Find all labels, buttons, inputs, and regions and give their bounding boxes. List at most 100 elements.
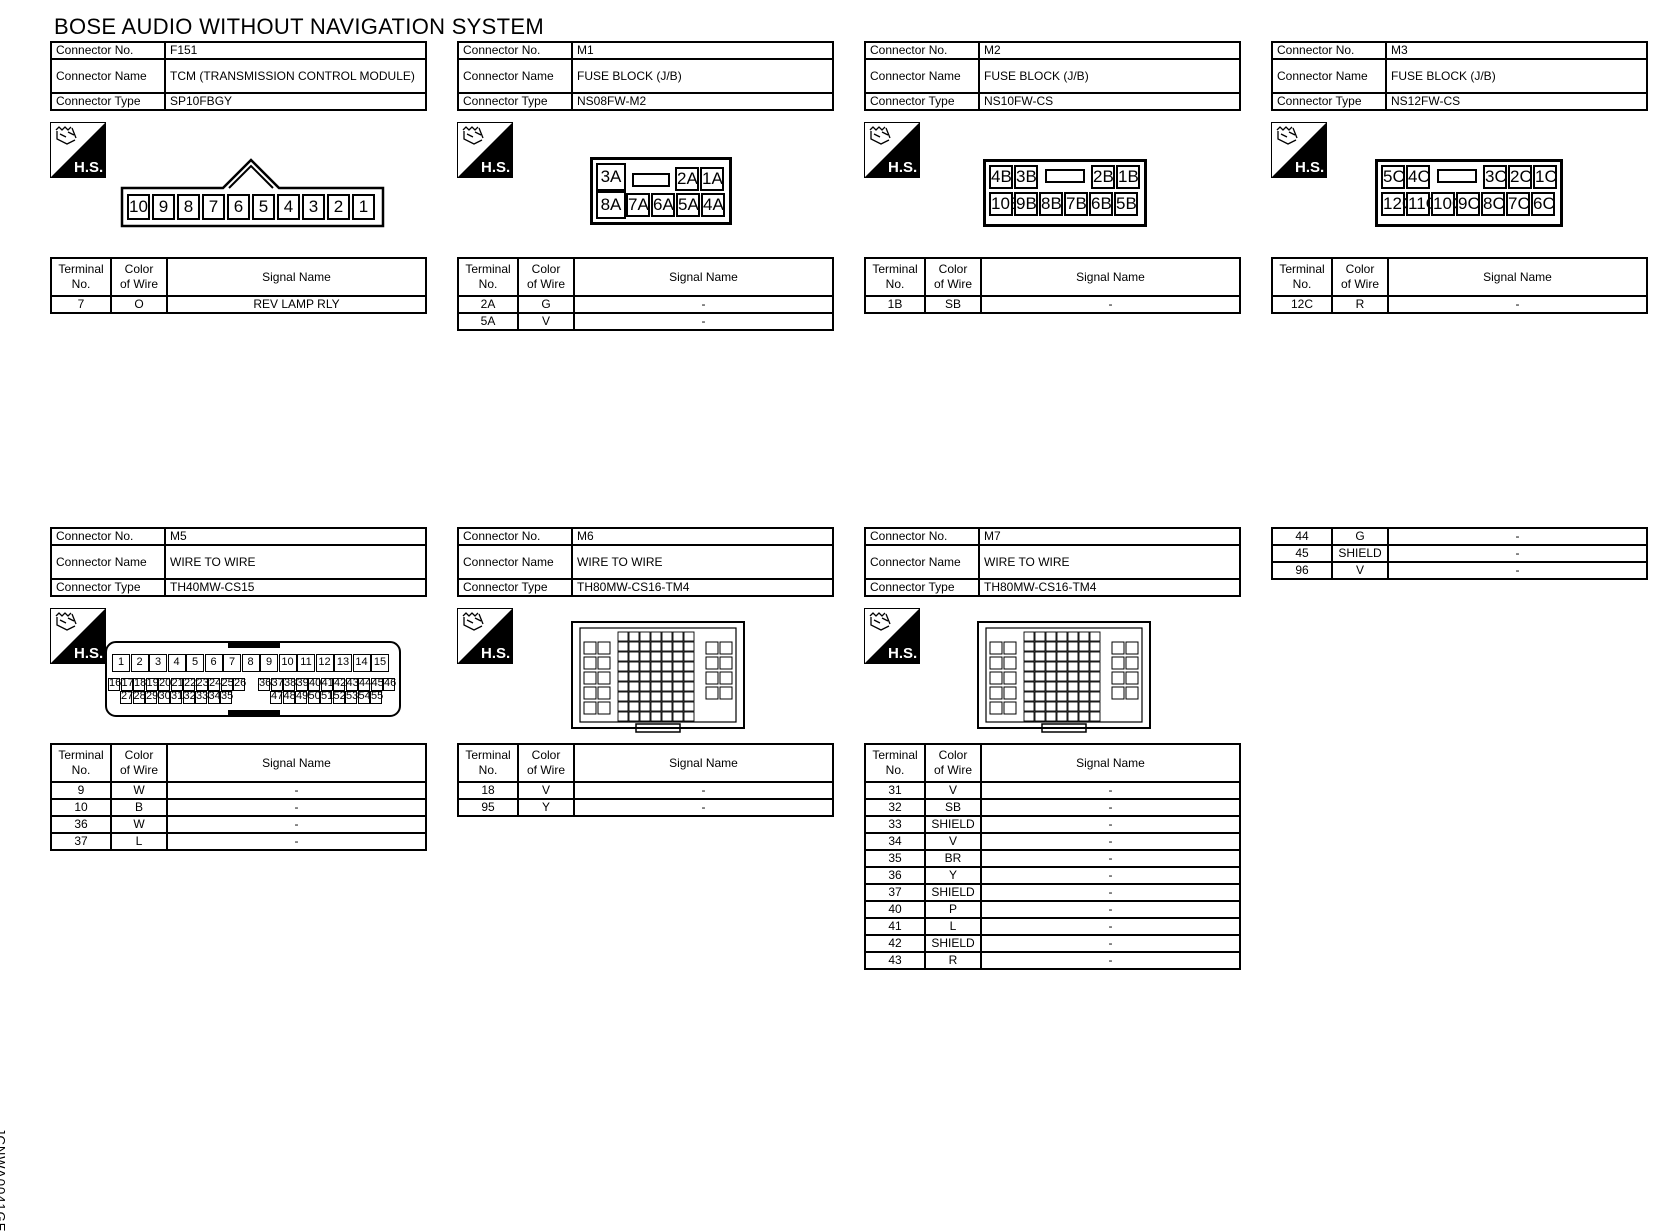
connector-pin: 12 — [315, 654, 334, 672]
wire-color: SHIELD — [924, 934, 982, 953]
terminal-no: 2A — [457, 295, 519, 314]
connector-no-label: Connector No. — [457, 41, 573, 60]
connector-no-value: F151 — [164, 41, 427, 60]
harness-side-icon: H.S. — [864, 122, 920, 178]
connector-pin: 19 — [145, 677, 159, 691]
signal-name: - — [166, 815, 427, 834]
terminal-no: 7 — [50, 295, 112, 314]
connector-pin: 38 — [283, 677, 297, 691]
connector-outline — [105, 641, 401, 717]
signal-name: - — [573, 798, 834, 817]
connector-pin: 35 — [220, 690, 234, 704]
connector-pin: 6B — [1089, 192, 1113, 216]
connector-name-value: WIRE TO WIRE — [164, 544, 427, 580]
connector-pin: 18 — [133, 677, 147, 691]
harness-side-icon: H.S. — [864, 608, 920, 664]
connector-pin: 4C — [1406, 165, 1430, 189]
connector-pin: 7B — [1064, 192, 1088, 216]
wire-color: SB — [924, 798, 982, 817]
connector-pin: 2B — [1091, 165, 1115, 189]
signal-name: - — [1387, 295, 1648, 314]
signal-name: - — [980, 900, 1241, 919]
terminal-no: 45 — [1271, 544, 1333, 563]
connector-no-value: M5 — [164, 527, 427, 546]
connector-type-label: Connector Type — [457, 92, 573, 111]
wire-color: SHIELD — [924, 815, 982, 834]
page-title: BOSE AUDIO WITHOUT NAVIGATION SYSTEM — [54, 14, 544, 39]
connector-no-value: M3 — [1385, 41, 1648, 60]
connector-pin: 8A — [596, 191, 626, 219]
connector-key — [1045, 169, 1085, 183]
connector-pin: 17 — [120, 677, 134, 691]
svg-text:H.S.: H.S. — [481, 645, 510, 662]
wire-color: BR — [924, 849, 982, 868]
connector-pin: 2C — [1508, 165, 1532, 189]
wire-color: SB — [924, 295, 982, 314]
signal-name-header: Signal Name — [573, 257, 834, 297]
connector-pin: 31 — [170, 690, 184, 704]
connector-pin: 7A — [626, 193, 650, 217]
connector-no-value: M1 — [571, 41, 834, 60]
connector-pin: 1 — [112, 654, 130, 672]
wire-color: R — [1331, 295, 1389, 314]
connector-no-label: Connector No. — [50, 41, 166, 60]
signal-name: - — [980, 883, 1241, 902]
connector-pin: 46 — [383, 677, 397, 691]
connector-pin: 40 — [308, 677, 322, 691]
connector-pin: 33 — [195, 690, 209, 704]
connector-type-value: NS08FW-M2 — [571, 92, 834, 111]
connector-pin: 16 — [108, 677, 122, 691]
connector-pin: 30 — [157, 690, 171, 704]
svg-text:H.S.: H.S. — [74, 645, 103, 662]
signal-name-header: Signal Name — [573, 743, 834, 783]
connector-pin: 49 — [295, 690, 309, 704]
document-code: JCNWA0041GE — [0, 1128, 8, 1232]
connector-pin: 42 — [333, 677, 347, 691]
connector-name-label: Connector Name — [1271, 58, 1387, 94]
signal-name: - — [980, 849, 1241, 868]
connector-pin: 15 — [371, 654, 389, 672]
harness-side-icon: H.S. — [50, 122, 106, 178]
connector-pin: 22 — [183, 677, 197, 691]
connector-pin: 27 — [120, 690, 134, 704]
connector-name-label: Connector Name — [50, 544, 166, 580]
connector-pin: 10 — [278, 654, 297, 672]
connector-pin: 4 — [277, 194, 300, 220]
connector-no-label: Connector No. — [457, 527, 573, 546]
connector-no-label: Connector No. — [1271, 41, 1387, 60]
wire-color: V — [924, 832, 982, 851]
wire-color: B — [110, 798, 168, 817]
terminal-no: 43 — [864, 951, 926, 970]
connector-name-value: FUSE BLOCK (J/B) — [571, 58, 834, 94]
signal-name: - — [980, 781, 1241, 800]
connector-pin: 54 — [357, 690, 371, 704]
connector-outline — [983, 159, 1147, 227]
connector-pin: 52 — [332, 690, 346, 704]
svg-text:H.S.: H.S. — [1295, 159, 1324, 176]
connector-pin: 4 — [167, 654, 186, 672]
terminal-no: 37 — [864, 883, 926, 902]
terminal-no: 10 — [50, 798, 112, 817]
connector-name-value: TCM (TRANSMISSION CONTROL MODULE) — [164, 58, 427, 94]
connector-type-label: Connector Type — [1271, 92, 1387, 111]
